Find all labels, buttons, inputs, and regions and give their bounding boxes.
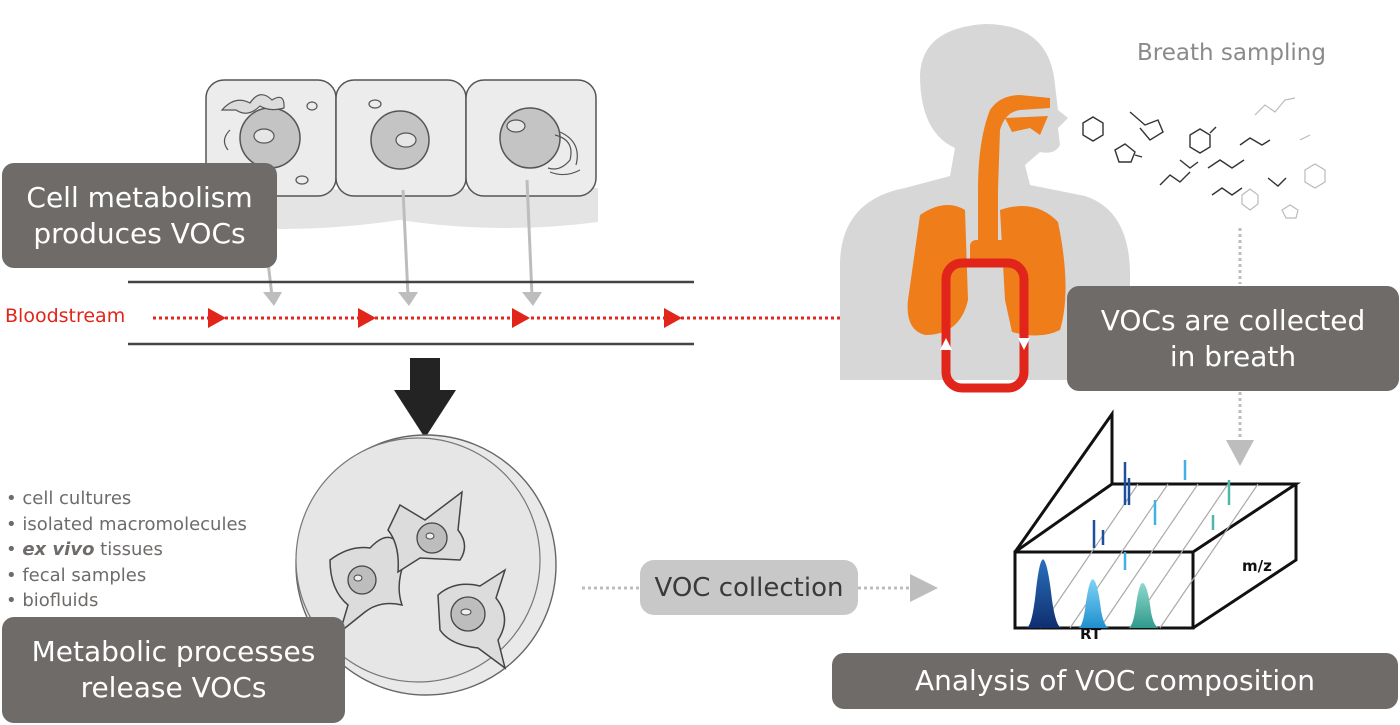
vocs-collected-label: VOCs are collected in breath bbox=[1067, 286, 1399, 391]
list-item: ex vivo tissues bbox=[6, 537, 247, 563]
cell-metabolism-text: Cell metabolism produces VOCs bbox=[26, 180, 253, 250]
cell-to-blood-arrows bbox=[266, 179, 534, 297]
breath-sampling-label: Breath sampling bbox=[1137, 40, 1326, 66]
down-arrow bbox=[394, 358, 456, 438]
analysis-text: Analysis of VOC composition bbox=[914, 664, 1315, 697]
sample-source-list: cell cultures isolated macromolecules ex… bbox=[6, 486, 247, 614]
epithelial-cells bbox=[205, 79, 598, 229]
list-item: biofluids bbox=[6, 588, 247, 614]
vocs-collected-text: VOCs are collected in breath bbox=[1100, 303, 1366, 373]
cell-metabolism-label: Cell metabolism produces VOCs bbox=[2, 163, 277, 268]
voc-collection-label: VOC collection bbox=[640, 560, 858, 615]
metabolic-processes-text: Metabolic processes release VOCs bbox=[31, 635, 316, 704]
collection-arrow bbox=[582, 574, 938, 602]
bloodstream-label: Bloodstream bbox=[5, 305, 126, 327]
axis-label-mz: m/z bbox=[1242, 557, 1272, 575]
breath-to-analysis-arrow bbox=[1226, 228, 1254, 466]
metabolic-processes-label: Metabolic processes release VOCs bbox=[2, 617, 345, 723]
respiratory-tract bbox=[907, 95, 1066, 336]
chromatogram-spikes bbox=[1092, 460, 1231, 570]
chromatogram bbox=[1013, 409, 1301, 630]
petri-dish bbox=[295, 434, 557, 696]
molecule-icons bbox=[1082, 111, 1287, 196]
axis-label-rt: RT bbox=[1080, 625, 1102, 643]
bloodstream-vessel bbox=[128, 280, 943, 346]
chromatogram-peaks bbox=[1026, 559, 1160, 628]
analysis-label: Analysis of VOC composition bbox=[832, 653, 1398, 709]
list-item: cell cultures bbox=[6, 486, 247, 512]
pulmonary-circulation bbox=[941, 258, 1029, 393]
list-item: isolated macromolecules bbox=[6, 512, 247, 538]
list-item: fecal samples bbox=[6, 563, 247, 589]
molecule-icons-faded bbox=[1241, 97, 1326, 219]
